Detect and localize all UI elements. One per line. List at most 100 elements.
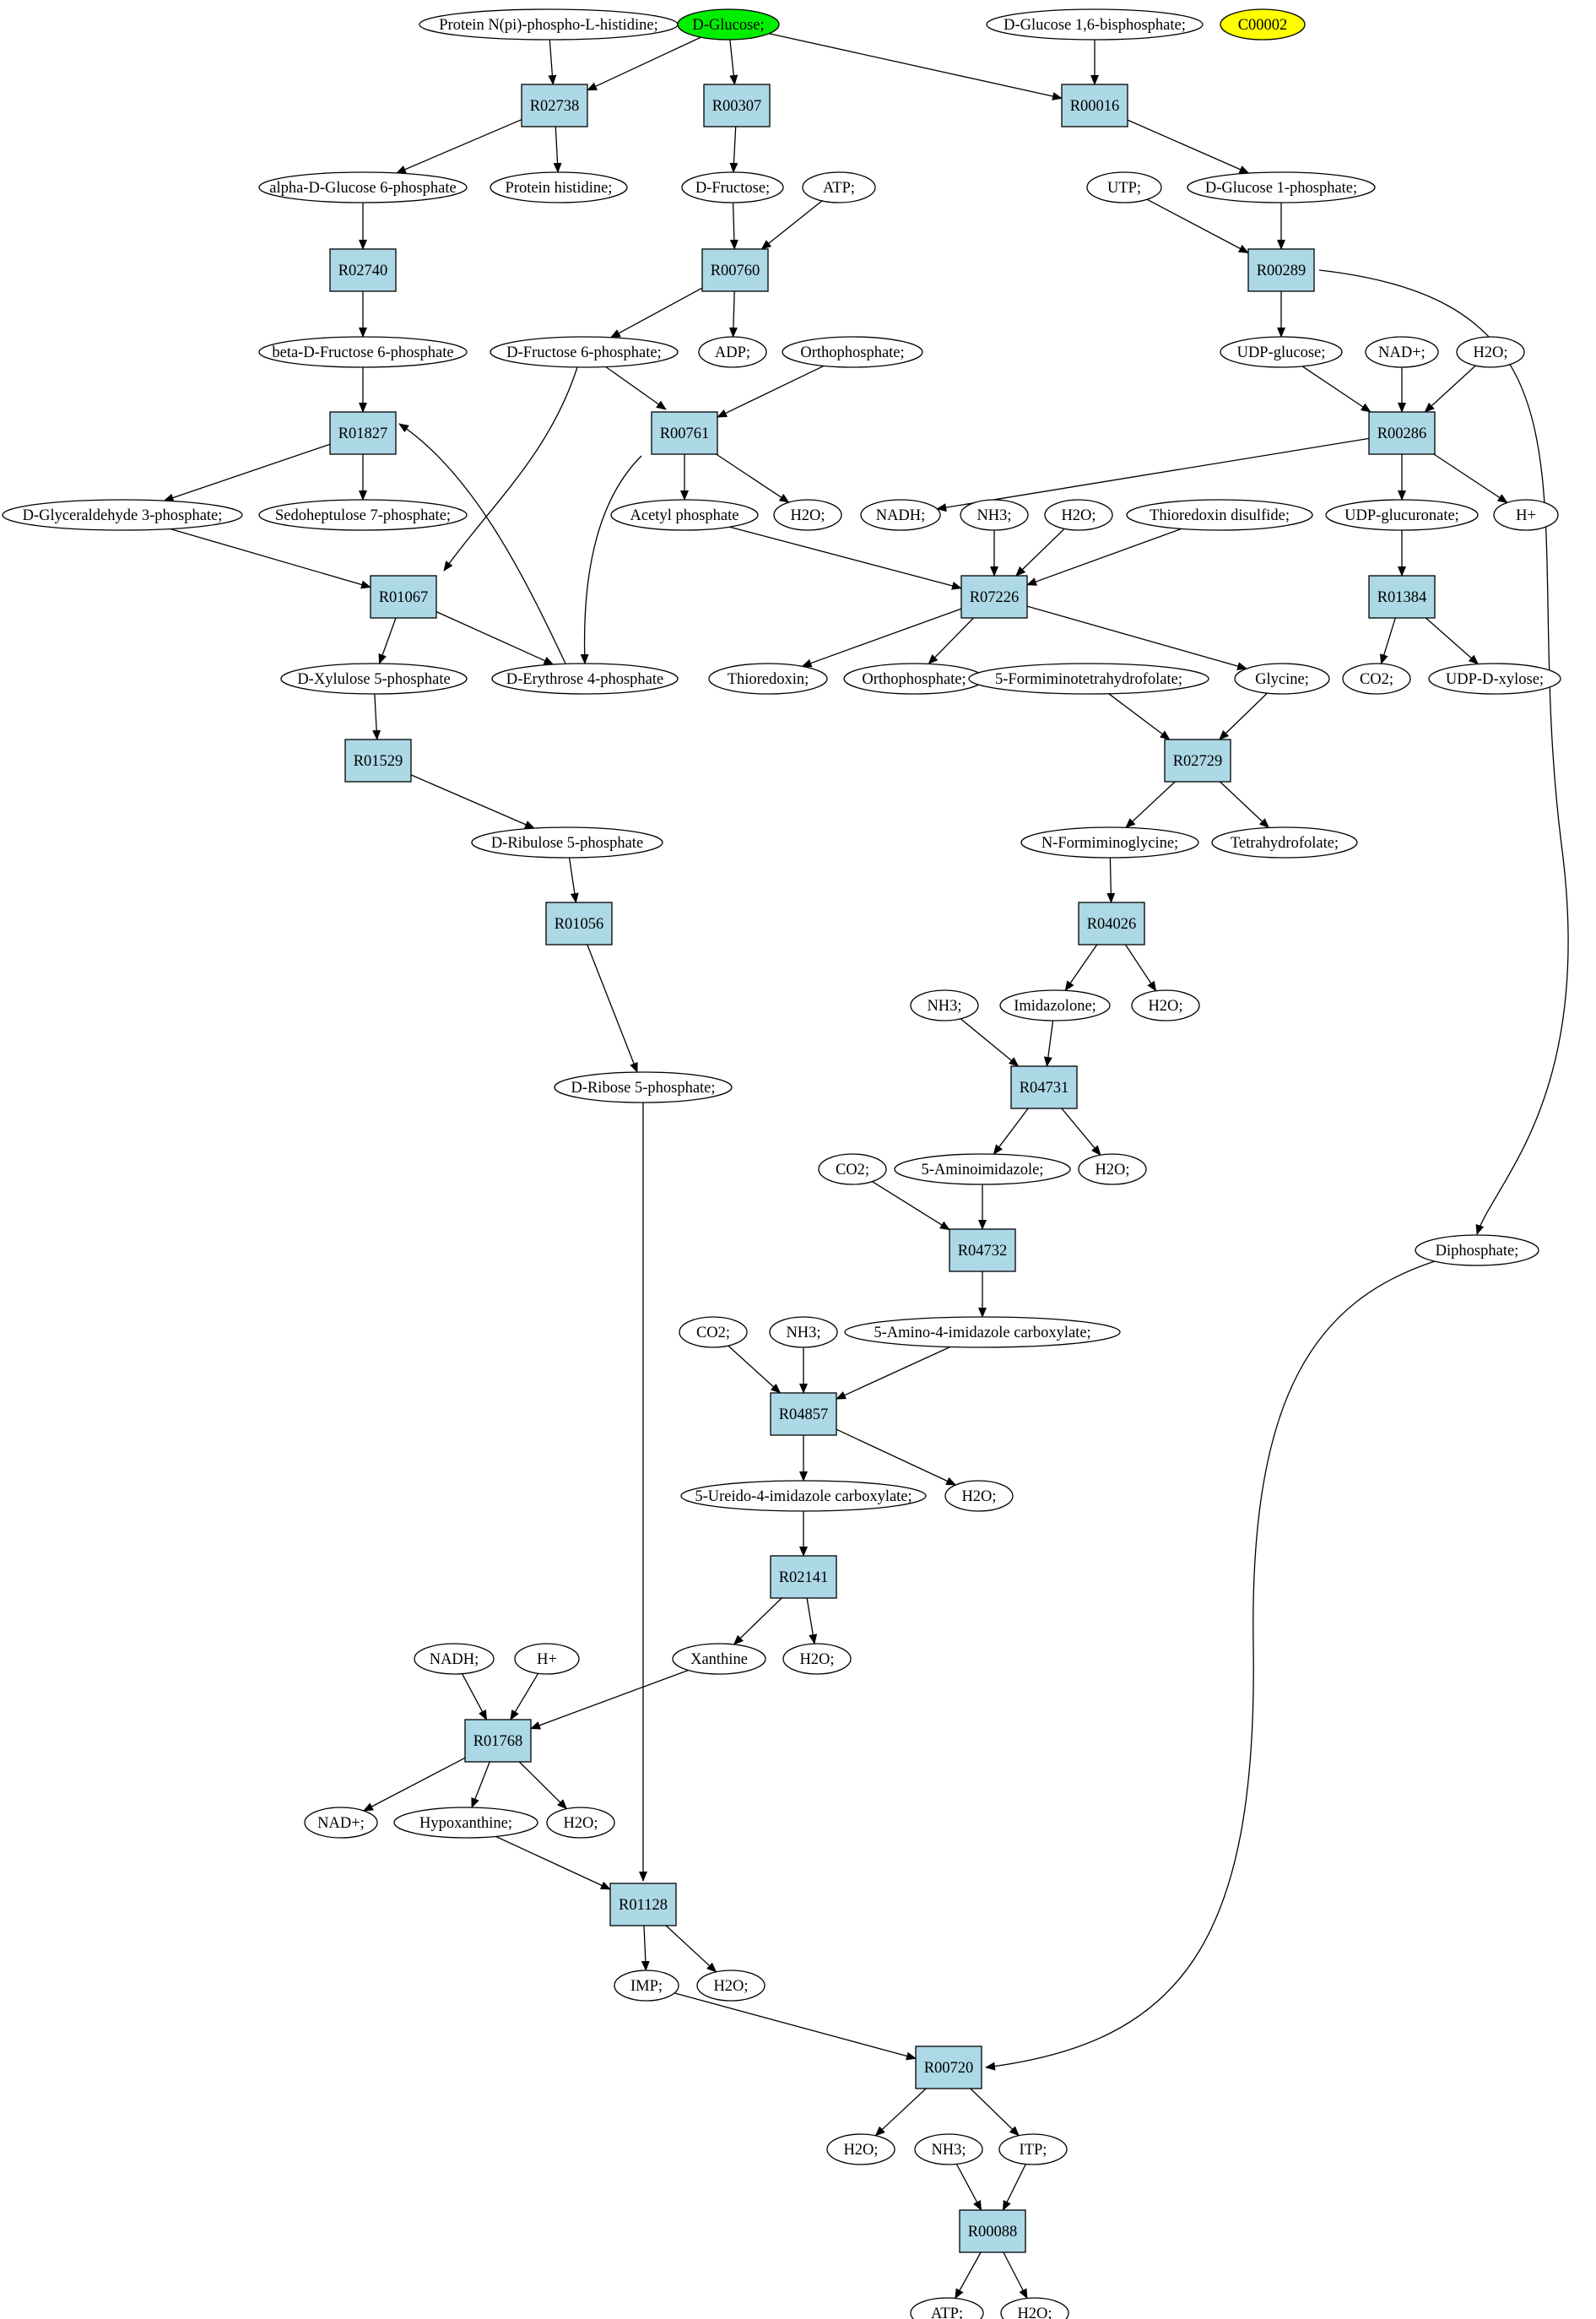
- compound-node-c_h2o_g[interactable]: H2O;: [782, 1643, 852, 1675]
- compound-node-c_nadh2[interactable]: NADH;: [414, 1643, 495, 1675]
- compound-node-c_h2o_e[interactable]: H2O;: [1078, 1153, 1147, 1185]
- compound-node-c_h2o_h[interactable]: H2O;: [546, 1807, 615, 1839]
- reaction-node-r_R01768[interactable]: R01768: [464, 1719, 532, 1763]
- compound-ellipse: [554, 1071, 733, 1103]
- compound-node-c_itp[interactable]: ITP;: [998, 2133, 1068, 2165]
- compound-node-c_dglucose[interactable]: D-Glucose;: [677, 8, 780, 41]
- compound-node-c_h2o_a[interactable]: H2O;: [1456, 336, 1525, 368]
- compound-node-c_trx[interactable]: Thioredoxin;: [708, 663, 828, 695]
- reaction-node-r_R00720[interactable]: R00720: [915, 2045, 982, 2089]
- compound-ellipse: [2, 499, 243, 531]
- compound-node-c_dru5p[interactable]: D-Ribulose 5-phosphate: [471, 826, 663, 859]
- compound-node-c_hplus2[interactable]: H+: [514, 1643, 580, 1675]
- reaction-node-r_R04731[interactable]: R04731: [1010, 1065, 1078, 1109]
- edge-c_diphos-to-r_R00720: [985, 1260, 1436, 2071]
- reaction-node-r_R07226[interactable]: R07226: [960, 575, 1028, 619]
- compound-node-c_nadp2[interactable]: NAD+;: [304, 1807, 378, 1839]
- compound-node-c_xanthine[interactable]: Xanthine: [672, 1643, 766, 1675]
- edge-r_R00307-to-c_dfructose: [729, 126, 738, 173]
- reaction-node-r_R00760[interactable]: R00760: [701, 248, 769, 292]
- compound-node-c_dg1p[interactable]: D-Glucose 1-phosphate;: [1187, 171, 1376, 203]
- compound-node-c_de4p[interactable]: D-Erythrose 4-phosphate: [491, 663, 679, 695]
- reaction-node-r_R02729[interactable]: R02729: [1164, 739, 1231, 783]
- compound-node-c_hypox[interactable]: Hypoxanthine;: [393, 1807, 538, 1839]
- compound-node-c_glycine[interactable]: Glycine;: [1234, 663, 1330, 695]
- compound-node-c_c00002[interactable]: C00002: [1220, 8, 1306, 41]
- compound-node-c_thf[interactable]: Tetrahydrofolate;: [1211, 826, 1358, 859]
- reaction-node-r_R00016[interactable]: R00016: [1061, 84, 1128, 127]
- compound-node-c_5u4ic[interactable]: 5-Ureido-4-imidazole carboxylate;: [680, 1480, 927, 1512]
- edge-r_R00720-to-c_h2o_j: [874, 2088, 927, 2137]
- compound-node-c_prot_his[interactable]: Protein histidine;: [490, 171, 628, 203]
- reaction-node-r_R01056[interactable]: R01056: [545, 902, 613, 945]
- compound-node-c_h2o_d[interactable]: H2O;: [1131, 989, 1200, 1021]
- compound-ellipse: [773, 499, 842, 531]
- reaction-node-r_R00289[interactable]: R00289: [1247, 248, 1315, 292]
- compound-node-c_imidazolone[interactable]: Imidazolone;: [999, 989, 1111, 1021]
- compound-node-c_nh3_3[interactable]: NH3;: [769, 1316, 838, 1348]
- compound-node-c_nh3_2[interactable]: NH3;: [910, 989, 979, 1021]
- compound-node-c_adg6p[interactable]: alpha-D-Glucose 6-phosphate: [258, 171, 468, 203]
- compound-node-c_nh3_1[interactable]: NH3;: [960, 499, 1029, 531]
- compound-ellipse: [679, 1316, 748, 1348]
- compound-node-c_nh3_4[interactable]: NH3;: [914, 2133, 983, 2165]
- compound-node-c_udpgluc[interactable]: UDP-glucuronate;: [1325, 499, 1479, 531]
- reaction-node-r_R00286[interactable]: R00286: [1368, 411, 1436, 455]
- compound-node-c_dg3p[interactable]: D-Glyceraldehyde 3-phosphate;: [2, 499, 243, 531]
- compound-node-c_protein_npi[interactable]: Protein N(pi)-phospho-L-histidine;: [419, 8, 679, 41]
- reaction-node-r_R01128[interactable]: R01128: [609, 1883, 677, 1926]
- compound-node-c_h2o_c[interactable]: H2O;: [1044, 499, 1113, 531]
- compound-node-c_dx5p[interactable]: D-Xylulose 5-phosphate: [280, 663, 468, 695]
- reaction-node-r_R00761[interactable]: R00761: [651, 411, 718, 455]
- compound-node-c_nadp[interactable]: NAD+;: [1365, 336, 1439, 368]
- compound-node-c_atp1[interactable]: ATP;: [802, 171, 876, 203]
- reaction-node-r_R00088[interactable]: R00088: [959, 2209, 1026, 2253]
- reaction-node-r_R04857[interactable]: R04857: [770, 1392, 837, 1436]
- compound-node-c_h2o_f[interactable]: H2O;: [944, 1480, 1014, 1512]
- edge-r_R01768-to-c_h2o_h: [518, 1761, 568, 1810]
- compound-node-c_imp[interactable]: IMP;: [614, 1970, 679, 2002]
- compound-node-c_h2o_k[interactable]: H2O;: [1000, 2297, 1069, 2319]
- reaction-node-r_R02141[interactable]: R02141: [770, 1555, 837, 1599]
- compound-node-c_5a4ic[interactable]: 5-Amino-4-imidazole carboxylate;: [844, 1316, 1121, 1348]
- compound-node-c_co2_1[interactable]: CO2;: [1342, 663, 1411, 695]
- compound-node-c_bdf6p[interactable]: beta-D-Fructose 6-phosphate: [258, 336, 468, 368]
- reaction-node-r_R02738[interactable]: R02738: [521, 84, 588, 127]
- reaction-node-r_R01384[interactable]: R01384: [1368, 575, 1436, 619]
- compound-node-c_hplus1[interactable]: H+: [1493, 499, 1559, 531]
- compound-node-c_utp[interactable]: UTP;: [1086, 171, 1162, 203]
- compound-node-c_trxss[interactable]: Thioredoxin disulfide;: [1126, 499, 1313, 531]
- compound-node-c_nfgly[interactable]: N-Formiminoglycine;: [1020, 826, 1199, 859]
- node-label: R01128: [619, 1897, 668, 1914]
- compound-ellipse: [1493, 499, 1559, 531]
- compound-node-c_ortho1[interactable]: Orthophosphate;: [782, 336, 923, 368]
- compound-node-c_h2o_j[interactable]: H2O;: [826, 2133, 895, 2165]
- compound-node-c_h2o_i[interactable]: H2O;: [696, 1970, 766, 2002]
- compound-node-c_diphos[interactable]: Diphosphate;: [1415, 1234, 1539, 1266]
- compound-node-c_co2_2[interactable]: CO2;: [818, 1153, 887, 1185]
- compound-node-c_acp[interactable]: Acetyl phosphate: [610, 499, 759, 531]
- reaction-node-r_R01529[interactable]: R01529: [344, 739, 412, 783]
- reaction-node-r_R00307[interactable]: R00307: [703, 84, 771, 127]
- compound-node-c_5ai[interactable]: 5-Aminoimidazole;: [894, 1153, 1071, 1185]
- compound-node-c_s7p[interactable]: Sedoheptulose 7-phosphate;: [258, 499, 468, 531]
- compound-node-c_udpglc[interactable]: UDP-glucose;: [1220, 336, 1343, 368]
- edge-c_imidazolone-to-r_R04731: [1043, 1020, 1054, 1067]
- compound-node-c_dfructose[interactable]: D-Fructose;: [681, 171, 784, 203]
- compound-node-c_ortho2[interactable]: Orthophosphate;: [843, 663, 985, 695]
- compound-node-c_dr5p[interactable]: D-Ribose 5-phosphate;: [554, 1071, 733, 1103]
- compound-node-c_nadh1[interactable]: NADH;: [860, 499, 941, 531]
- compound-node-c_co2_3[interactable]: CO2;: [679, 1316, 748, 1348]
- compound-node-c_adp[interactable]: ADP;: [698, 336, 767, 368]
- compound-node-c_df6p[interactable]: D-Fructose 6-phosphate;: [490, 336, 679, 368]
- reaction-node-r_R04026[interactable]: R04026: [1078, 902, 1145, 945]
- compound-node-c_atp2[interactable]: ATP;: [910, 2297, 984, 2319]
- compound-node-c_h2o_b[interactable]: H2O;: [773, 499, 842, 531]
- reaction-node-r_R01827[interactable]: R01827: [329, 411, 397, 455]
- reaction-node-r_R04732[interactable]: R04732: [949, 1228, 1016, 1272]
- compound-node-c_udpxyl[interactable]: UDP-D-xylose;: [1428, 663, 1561, 695]
- reaction-node-r_R01067[interactable]: R01067: [370, 575, 437, 619]
- compound-node-c_dglc16bp[interactable]: D-Glucose 1,6-bisphosphate;: [986, 8, 1204, 41]
- reaction-node-r_R02740[interactable]: R02740: [329, 248, 397, 292]
- compound-node-c_fthf[interactable]: 5-Formiminotetrahydrofolate;: [968, 663, 1209, 695]
